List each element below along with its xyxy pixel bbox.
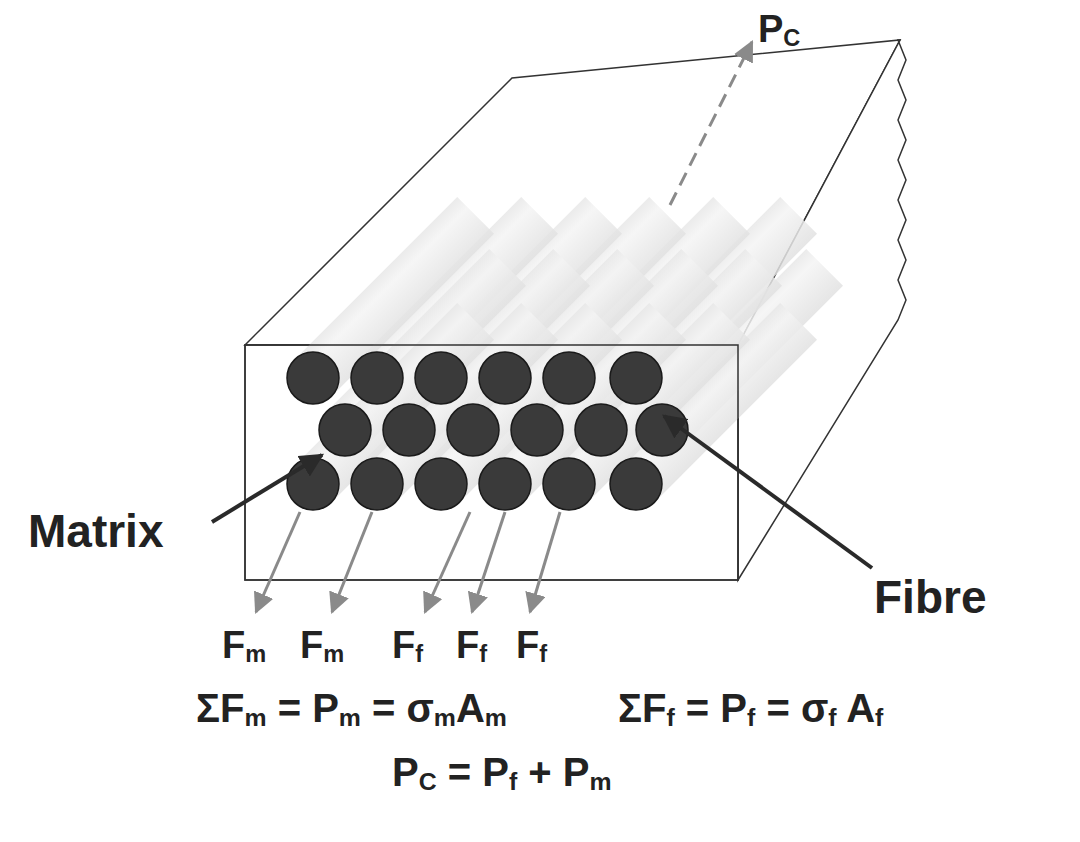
force-label: PC: [758, 10, 800, 51]
arrow: [425, 512, 470, 612]
fibre-end: [287, 458, 339, 510]
fibre-end: [383, 404, 435, 456]
arrow: [664, 416, 872, 568]
arrow: [530, 512, 560, 612]
arrow: [332, 512, 372, 612]
fibre-end: [351, 458, 403, 510]
part-name: Matrix: [28, 508, 163, 554]
fibre-end: [415, 458, 467, 510]
fibre-end: [575, 404, 627, 456]
equation: PC = Pf + Pm: [392, 752, 612, 795]
fibre-end: [543, 352, 595, 404]
fibre-end: [415, 352, 467, 404]
fibre-end: [447, 404, 499, 456]
fibre-end: [610, 458, 662, 510]
force-label: Fm: [300, 626, 344, 667]
fibre-end: [610, 352, 662, 404]
fibre-end: [479, 458, 531, 510]
fibre-end: [511, 404, 563, 456]
front-edge: [245, 345, 738, 580]
equation: ΣFf = Pf = σf Af: [618, 688, 883, 731]
fibre-end: [319, 404, 371, 456]
equation: ΣFm = Pm = σmAm: [196, 688, 507, 731]
arrow: [256, 512, 300, 612]
fibre-end: [479, 352, 531, 404]
fibre-end: [543, 458, 595, 510]
fibre-end: [351, 352, 403, 404]
arrow: [472, 512, 505, 612]
arrow: [212, 455, 322, 522]
composite-block: [245, 40, 906, 580]
force-label: Ff: [516, 626, 547, 667]
force-label: Fm: [222, 626, 266, 667]
fibre-end: [287, 352, 339, 404]
arrows: [212, 42, 872, 612]
part-name: Fibre: [874, 574, 986, 620]
force-label: Ff: [392, 626, 423, 667]
arrow: [670, 42, 752, 205]
force-label: Ff: [456, 626, 487, 667]
fibres: [287, 215, 825, 510]
